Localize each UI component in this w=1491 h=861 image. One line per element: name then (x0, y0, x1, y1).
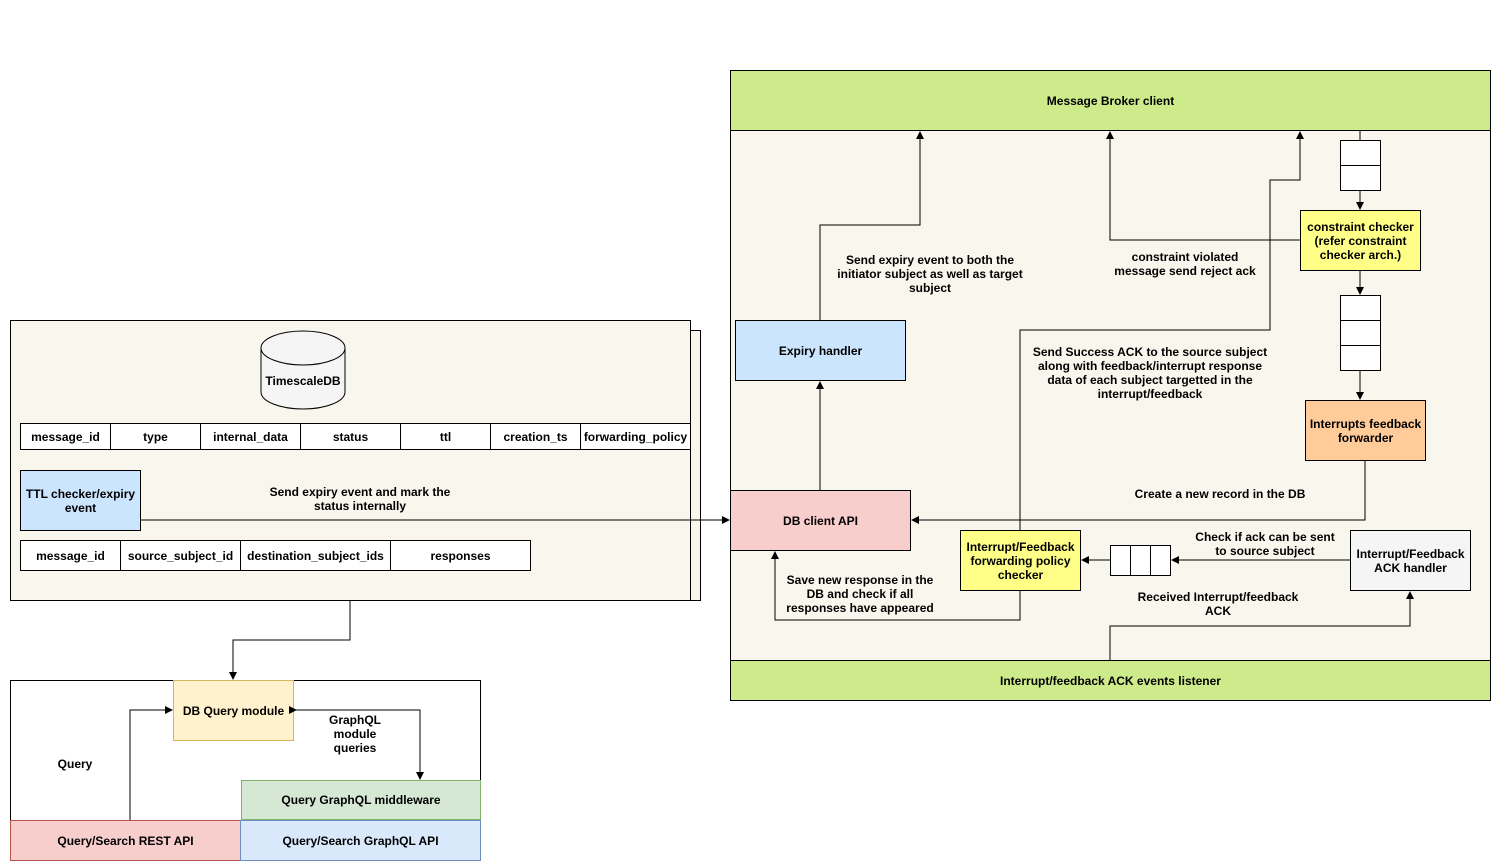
label-send-expiry-mark: Send expiry event and mark the status in… (269, 485, 451, 513)
queue-slot (1150, 545, 1171, 576)
edge-db-to-query (229, 601, 351, 680)
label-create-record: Create a new record in the DB (1134, 487, 1306, 501)
expiry-handler: Expiry handler (735, 320, 906, 381)
queue-slot (1340, 345, 1381, 371)
queue-slot (1340, 320, 1381, 346)
constraint-checker: constraint checker (refer constraint che… (1300, 210, 1421, 271)
ttl-checker: TTL checker/expiry event (20, 470, 141, 531)
queue-slot (1130, 545, 1151, 576)
queue-slot (1340, 165, 1381, 191)
message-table-col: forwarding_policy (580, 423, 691, 450)
message-table-col: message_id (20, 423, 111, 450)
label-save-response: Save new response in the DB and check if… (786, 573, 934, 615)
label-received-ack: Received Interrupt/feedback ACK (1137, 590, 1299, 618)
ack-events-listener: Interrupt/feedback ACK events listener (730, 660, 1491, 701)
label-check-ack: Check if ack can be sent to source subje… (1195, 530, 1335, 558)
ack-handler: Interrupt/Feedback ACK handler (1350, 530, 1471, 591)
message-table-col: status (300, 423, 401, 450)
queue-slot (1340, 140, 1381, 166)
query-label: Query (57, 757, 93, 771)
label-send-success-ack: Send Success ACK to the source subject a… (1032, 345, 1268, 401)
response-table-col: source_subject_id (120, 540, 241, 571)
timescaledb-label: TimescaleDB (265, 374, 341, 388)
message-table-col: type (110, 423, 201, 450)
interrupts-feedback-forwarder: Interrupts feedback forwarder (1305, 400, 1426, 461)
forwarding-policy-checker: Interrupt/Feedback forwarding policy che… (960, 530, 1081, 591)
query-graphql-api: Query/Search GraphQL API (240, 820, 481, 861)
db-query-module: DB Query module (173, 680, 294, 741)
queue-slot (1110, 545, 1131, 576)
message-broker-client: Message Broker client (730, 70, 1491, 131)
message-table-col: ttl (400, 423, 491, 450)
db-client-api: DB client API (730, 490, 911, 551)
query-graphql-middleware: Query GraphQL middleware (241, 780, 481, 820)
response-table-col: destination_subject_ids (240, 540, 391, 571)
response-table-col: responses (390, 540, 531, 571)
label-send-expiry-both: Send expiry event to both the initiator … (837, 253, 1023, 295)
query-rest-api: Query/Search REST API (10, 820, 241, 861)
queue-slot (1340, 295, 1381, 321)
label-constraint-violated: constraint violated message send reject … (1114, 250, 1256, 278)
label-graphql-queries: GraphQL module queries (328, 713, 381, 755)
message-table-col: internal_data (200, 423, 301, 450)
message-table-col: creation_ts (490, 423, 581, 450)
response-table-col: message_id (20, 540, 121, 571)
